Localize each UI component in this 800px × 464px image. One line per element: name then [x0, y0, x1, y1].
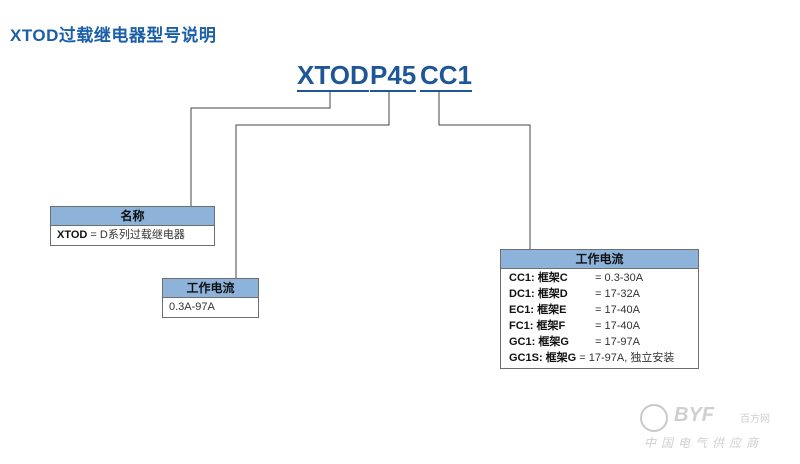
name-box-header: 名称 [51, 207, 214, 226]
model-code-current: P45 [370, 60, 417, 92]
frame-row-value: = 0.3-30A [592, 272, 644, 284]
frame-row-key: DC1: 框架D [509, 288, 568, 300]
watermark-brand: BYF [674, 404, 714, 426]
name-box-key: XTOD [57, 229, 88, 241]
current-box-value: 0.3A-97A [169, 301, 215, 313]
frame-row-key: CC1: 框架C [509, 272, 568, 284]
frame-row: FC1: 框架F = 17-40A [509, 318, 692, 334]
name-box: 名称 XTOD = D系列过载继电器 [50, 206, 215, 246]
frame-row-value: = 17-32A [592, 288, 641, 300]
page-title: XTOD过载继电器型号说明 [10, 26, 217, 45]
frame-row-key: GC1S: 框架G [509, 352, 577, 364]
watermark-tagline: 中国电气供应商 [644, 436, 764, 450]
frame-box-header: 工作电流 [501, 250, 698, 269]
frame-row-value: = 17-40A [592, 304, 641, 316]
watermark-sub: 百方网 [740, 414, 770, 425]
frame-row: EC1: 框架E = 17-40A [509, 302, 692, 318]
model-code-series: XTOD [297, 60, 369, 92]
frame-row-value: = 17-97A, 独立安装 [576, 352, 675, 364]
frame-box: 工作电流 CC1: 框架C = 0.3-30A DC1: 框架D = 17-32… [500, 249, 699, 369]
frame-row: GC1S: 框架G = 17-97A, 独立安装 [509, 350, 692, 366]
frame-row-key: GC1: 框架G [509, 336, 569, 348]
frame-row: GC1: 框架G = 17-97A [509, 334, 692, 350]
current-box: 工作电流 0.3A-97A [162, 278, 259, 318]
frame-row-key: EC1: 框架E [509, 304, 567, 316]
frame-row: DC1: 框架D = 17-32A [509, 286, 692, 302]
connector-frame [438, 92, 531, 249]
frame-row-key: FC1: 框架F [509, 320, 566, 332]
name-box-value: = D系列过载继电器 [87, 229, 185, 241]
connector-series [190, 92, 331, 206]
frame-box-body: CC1: 框架C = 0.3-30A DC1: 框架D = 17-32A EC1… [501, 269, 698, 368]
model-code-frame: CC1 [420, 60, 473, 92]
watermark-logo-icon [640, 404, 668, 432]
name-box-body: XTOD = D系列过载继电器 [51, 226, 214, 245]
frame-row-value: = 17-40A [592, 320, 641, 332]
connector-current [235, 92, 390, 278]
frame-row-value: = 17-97A [592, 336, 641, 348]
watermark: BYF 百方网 中国电气供应商 [640, 404, 790, 454]
current-box-header: 工作电流 [163, 279, 258, 298]
frame-row: CC1: 框架C = 0.3-30A [509, 270, 692, 286]
